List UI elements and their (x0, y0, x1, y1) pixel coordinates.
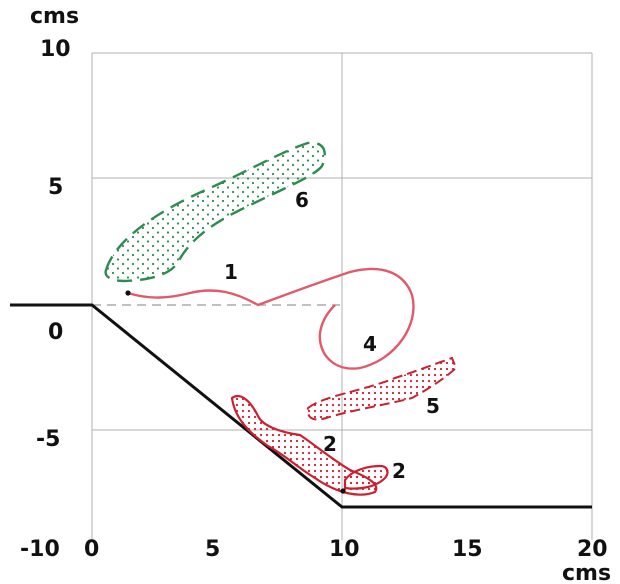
track-5-region (306, 356, 458, 421)
y-axis-unit: cms (30, 4, 79, 29)
track-1-4-line (125, 267, 415, 370)
track-label-2b: 2 (392, 459, 406, 483)
track-label-1: 1 (224, 260, 238, 284)
end-point-marker (340, 488, 346, 494)
grid (91, 52, 593, 540)
ground-profile-line (10, 303, 592, 509)
y-tick-5: 5 (48, 175, 63, 200)
y-tick-minus10: -10 (20, 537, 60, 562)
track-2-region (230, 394, 389, 496)
track-label-2a: 2 (323, 432, 337, 456)
y-tick-minus5: -5 (36, 427, 60, 452)
start-point-marker (125, 290, 131, 296)
track-label-6: 6 (295, 188, 309, 212)
x-tick-15: 15 (452, 537, 483, 562)
track-6-region (104, 141, 326, 283)
y-tick-0: 0 (48, 320, 63, 345)
track-label-4: 4 (363, 332, 377, 356)
track-label-5: 5 (426, 394, 440, 418)
x-tick-10: 10 (329, 537, 360, 562)
y-tick-10: 10 (40, 37, 71, 62)
x-tick-20: 20 (577, 537, 608, 562)
x-axis-unit: cms (562, 561, 611, 584)
x-tick-0: 0 (84, 537, 99, 562)
x-tick-5: 5 (205, 537, 220, 562)
